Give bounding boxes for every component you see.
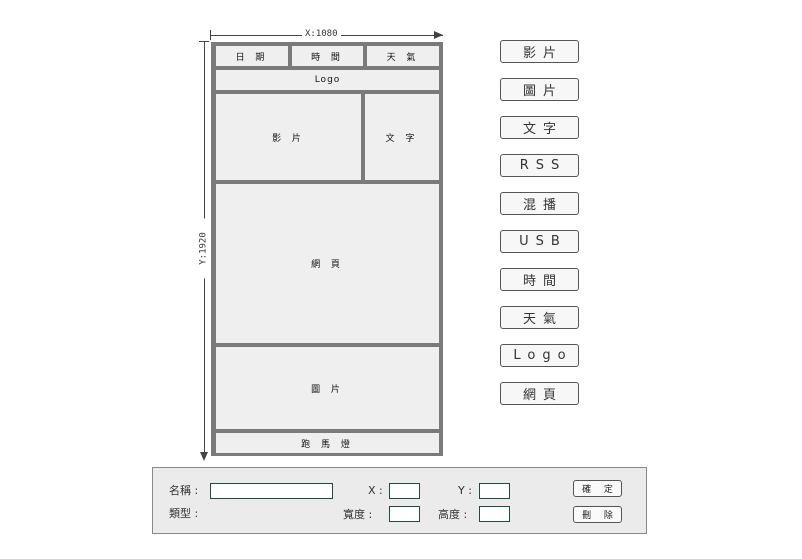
zone-time[interactable]: 時 間 xyxy=(292,46,363,66)
arrow-right-icon xyxy=(434,31,443,39)
zone-weather[interactable]: 天 氣 xyxy=(367,46,439,66)
add-usb-button[interactable]: USB xyxy=(500,230,579,253)
arrow-down-icon xyxy=(200,452,208,461)
width-label: 寬度 : xyxy=(343,508,373,521)
name-label: 名稱 : xyxy=(169,484,199,497)
zone-text-label: 文 字 xyxy=(385,133,419,144)
zone-video[interactable]: 影 片 xyxy=(216,94,361,180)
dimension-y-tick xyxy=(199,41,209,42)
add-mixed-button[interactable]: 混播 xyxy=(500,192,579,215)
zone-video-label: 影 片 xyxy=(272,133,305,144)
add-text-button[interactable]: 文字 xyxy=(500,116,579,139)
add-video-button[interactable]: 影片 xyxy=(500,40,579,63)
zone-logo-label: Logo xyxy=(314,75,341,85)
zone-weather-label: 天 氣 xyxy=(386,52,420,63)
add-weather-button[interactable]: 天氣 xyxy=(500,306,579,329)
dimension-y-label: Y:1920 xyxy=(198,218,210,279)
add-logo-button[interactable]: Logo xyxy=(500,344,579,367)
height-label: 高度 : xyxy=(438,508,468,521)
delete-button[interactable]: 刪 除 xyxy=(573,506,622,523)
zone-marquee[interactable]: 跑 馬 燈 xyxy=(216,433,439,453)
zone-webpage[interactable]: 網 頁 xyxy=(216,184,439,343)
confirm-button[interactable]: 確 定 xyxy=(573,480,622,497)
add-webpage-button[interactable]: 網頁 xyxy=(500,382,579,405)
add-image-button[interactable]: 圖片 xyxy=(500,78,579,101)
add-time-button[interactable]: 時間 xyxy=(500,268,579,291)
type-label: 類型 : xyxy=(169,507,199,520)
zone-date[interactable]: 日 期 xyxy=(216,46,288,66)
zone-image-label: 圖 片 xyxy=(311,384,344,395)
dimension-x-tick xyxy=(210,30,211,40)
layout-canvas: 日 期 時 間 天 氣 Logo 影 片 文 字 網 頁 圖 片 跑 馬 燈 xyxy=(211,42,443,456)
zone-logo[interactable]: Logo xyxy=(216,70,439,90)
zone-text[interactable]: 文 字 xyxy=(365,94,439,180)
dimension-x-label: X:1080 xyxy=(302,29,341,40)
y-input[interactable] xyxy=(479,483,510,499)
height-input[interactable] xyxy=(479,506,510,522)
zone-marquee-label: 跑 馬 燈 xyxy=(301,439,354,450)
add-rss-button[interactable]: RSS xyxy=(500,154,579,177)
y-label: Y : xyxy=(458,484,472,497)
zone-date-label: 日 期 xyxy=(235,52,269,63)
property-panel: 名稱 : 類型 : X : 寬度 : Y : 高度 : 確 定 刪 除 xyxy=(152,467,647,534)
width-input[interactable] xyxy=(389,506,420,522)
x-input[interactable] xyxy=(389,483,420,499)
zone-image[interactable]: 圖 片 xyxy=(216,347,439,429)
zone-time-label: 時 間 xyxy=(311,52,344,63)
name-input[interactable] xyxy=(210,483,333,499)
zone-webpage-label: 網 頁 xyxy=(311,260,344,270)
x-label: X : xyxy=(368,484,383,497)
